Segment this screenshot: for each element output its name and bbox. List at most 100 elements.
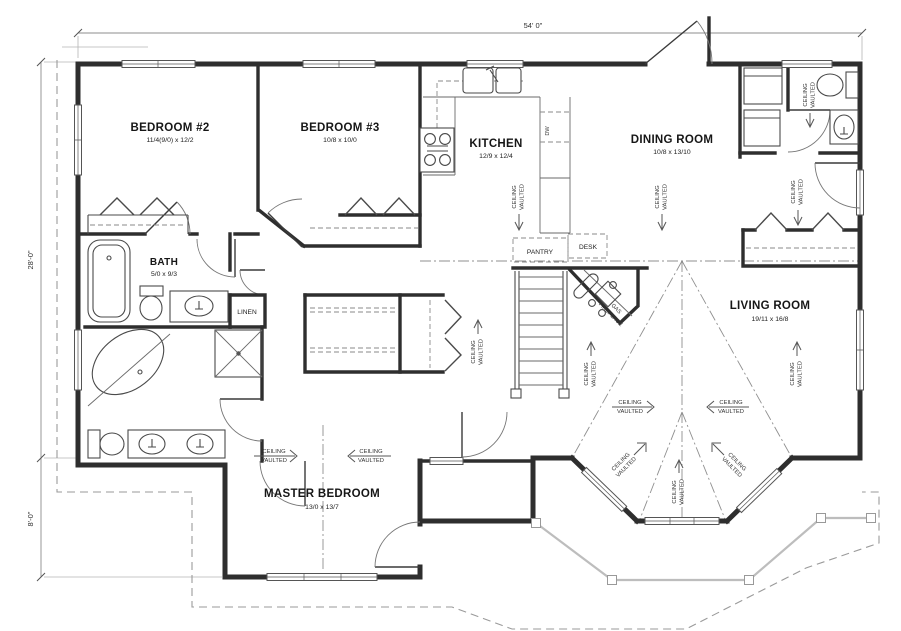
dryer-icon	[743, 109, 781, 147]
toilet-tank-icon	[845, 71, 859, 99]
desk-cabinet	[567, 233, 608, 259]
svg-text:VAULTED: VAULTED	[799, 179, 805, 205]
fireplace-vent-icon	[573, 273, 599, 299]
master-closet-rods	[310, 300, 431, 368]
stove-burner-icon	[439, 154, 451, 166]
svg-text:VAULTED: VAULTED	[617, 409, 643, 415]
master-closet-bifold-icon	[444, 299, 462, 372]
toilet-icon	[99, 432, 125, 456]
vault-arrow-down-icon	[805, 113, 815, 129]
master-bedroom-door-swing	[259, 460, 306, 507]
interior-walls	[76, 62, 862, 463]
svg-text:DW: DW	[545, 126, 551, 136]
window-master-south	[266, 573, 378, 581]
room-size-kitchen: 12/9 x 12/4	[479, 153, 513, 160]
vault-arrow-down-icon	[657, 214, 667, 232]
svg-text:VAULTED: VAULTED	[663, 184, 669, 210]
svg-text:CEILING: CEILING	[471, 340, 477, 364]
svg-text:CEILING: CEILING	[719, 400, 743, 406]
master-bath-door-swing	[219, 398, 263, 442]
vestibule-door-swing	[374, 521, 421, 568]
powder-faucet-icon	[840, 127, 848, 135]
svg-text:CEILING: CEILING	[618, 400, 642, 406]
bedroom2-closet-sides	[87, 214, 189, 234]
bedroom2-door-swing	[176, 201, 191, 235]
room-size-living: 19/11 x 16/8	[752, 316, 789, 323]
deck-railing	[531, 513, 876, 585]
svg-text:VAULTED: VAULTED	[718, 409, 744, 415]
window-bay-bottom	[644, 517, 720, 525]
linen-label: LINEN	[237, 309, 257, 316]
vault-arrow-down-icon	[514, 214, 524, 232]
washer-icon	[743, 67, 783, 105]
bedroom3-angled-wall	[257, 208, 307, 249]
stove-burner-icon	[439, 133, 451, 145]
fireplace-log-icon	[598, 309, 606, 317]
window-kitchen-top	[466, 60, 524, 68]
stove-controls	[427, 145, 448, 152]
fireplace-log-icon	[609, 281, 617, 289]
closets	[87, 196, 856, 372]
pantry-cabinet	[512, 237, 569, 263]
left-dimension-label-main: 28'-0"	[26, 250, 35, 269]
coat-closet-walls	[741, 228, 860, 268]
window-bedroom3-top	[302, 60, 376, 68]
svg-text:CEILING: CEILING	[791, 180, 797, 204]
room-label-bedroom2: BEDROOM #2	[130, 122, 209, 134]
hall-bath-fixtures	[87, 239, 229, 323]
dimension-lines: 54' 0" 28'-0" 8'-0"	[26, 21, 867, 582]
svg-text:CEILING: CEILING	[790, 362, 796, 386]
railing-post	[744, 575, 754, 585]
stair-newel-right	[558, 388, 570, 399]
room-label-kitchen: KITCHEN	[469, 138, 522, 150]
linen-and-shower: LINEN	[214, 293, 267, 378]
vault-arrow-up-icon	[674, 458, 684, 473]
powder-door-swing	[787, 109, 831, 153]
ceiling-vaulted-label: CEILING VAULTED	[617, 400, 643, 415]
left-dimension-label-porch: 8'-0"	[26, 511, 35, 526]
tub-drain-icon	[137, 369, 143, 375]
roof-overhang-path	[56, 60, 880, 630]
corner-tub-icon	[91, 328, 165, 396]
vault-arrow-right-icon	[254, 449, 298, 463]
window-vestibule	[429, 457, 464, 465]
window-bedroom2-west	[74, 104, 82, 176]
svg-text:28'-0": 28'-0"	[26, 250, 35, 269]
svg-text:CEILING: CEILING	[672, 480, 678, 504]
entry-side-door-swing	[814, 162, 861, 209]
bedroom3-door-swing	[267, 198, 303, 214]
room-label-living: LIVING ROOM	[730, 300, 811, 312]
fireplace-inner-line	[583, 269, 633, 317]
tub-platform-edge	[87, 333, 171, 407]
svg-text:VAULTED: VAULTED	[798, 361, 804, 387]
room-label-bedroom3: BEDROOM #3	[300, 122, 379, 134]
master-bath-fixtures	[87, 328, 226, 459]
vault-arrow-right-icon	[612, 400, 655, 414]
svg-text:8'-0": 8'-0"	[26, 511, 35, 526]
stair-rails	[514, 271, 568, 397]
bathtub-icon	[87, 239, 131, 323]
railing-post	[816, 513, 826, 523]
svg-text:CEILING: CEILING	[359, 449, 383, 455]
fireplace-log-icon	[588, 299, 596, 307]
vault-arrow-left-icon	[706, 400, 749, 414]
vault-arrow-upleft-icon	[711, 442, 725, 456]
hall-door-swing	[461, 411, 508, 458]
svg-text:VAULTED: VAULTED	[811, 82, 817, 108]
toilet-tank-icon	[87, 429, 101, 459]
ceiling-vaulted-label: CEILING VAULTED	[718, 400, 744, 415]
peninsula-counter	[539, 97, 571, 234]
vault-arrow-down-icon	[793, 210, 803, 227]
window-bay-right	[735, 467, 783, 514]
window-living-east	[856, 309, 864, 391]
master-closet-walls	[303, 293, 445, 374]
room-label-bath: BATH	[150, 257, 178, 268]
bedroom3-closet-bifold-icon	[344, 196, 416, 216]
kitchen-sink-icon	[495, 67, 522, 94]
top-dimension-label: 54' 0"	[524, 21, 543, 30]
bedroom2-closet-bifold-icon	[99, 197, 175, 216]
